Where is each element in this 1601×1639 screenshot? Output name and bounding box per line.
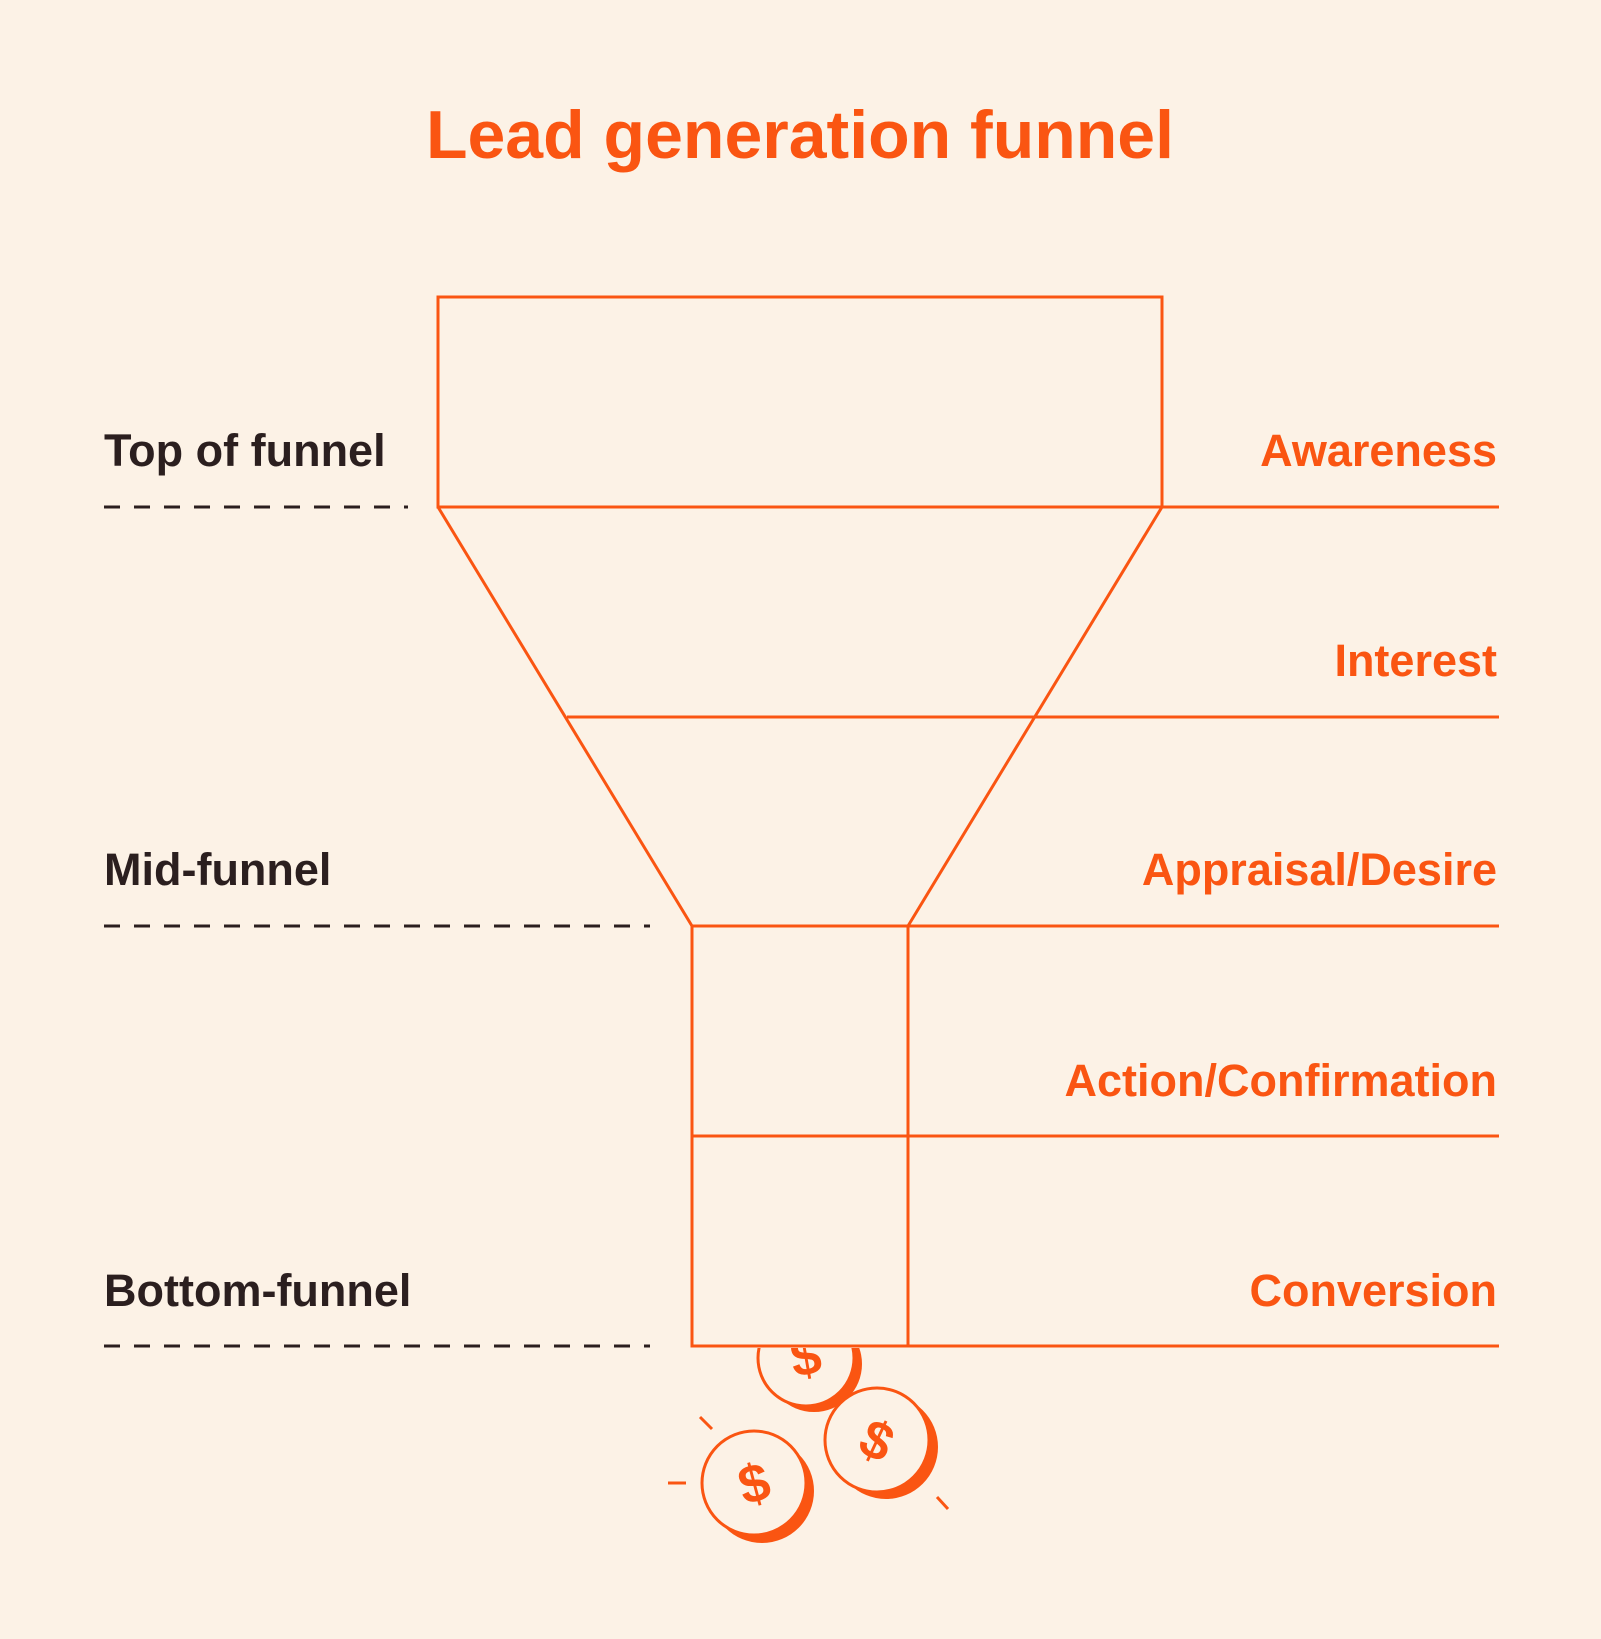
stage-label-interest: Interest <box>1334 635 1497 686</box>
section-label-top: Top of funnel <box>104 425 386 476</box>
dollar-coin-icon: $ <box>823 1386 950 1511</box>
motion-tick <box>935 1495 950 1511</box>
motion-tick <box>698 1415 714 1431</box>
diagram-title: Lead generation funnel <box>426 97 1174 173</box>
stage-label-conversion: Conversion <box>1249 1265 1497 1316</box>
stage-label-action: Action/Confirmation <box>1065 1055 1497 1106</box>
dollar-coin-icon: $ <box>756 1348 862 1412</box>
section-label-mid: Mid-funnel <box>104 844 331 895</box>
stage-dividers <box>567 505 1499 1348</box>
stage-label-appraisal: Appraisal/Desire <box>1142 844 1497 895</box>
stage-label-awareness: Awareness <box>1260 425 1497 476</box>
section-label-bottom: Bottom-funnel <box>104 1265 411 1316</box>
section-dashes <box>104 505 650 1348</box>
funnel-left-slope <box>436 506 694 927</box>
funnel-top-box <box>436 295 1164 509</box>
dollar-coin-icon: $ <box>668 1415 814 1543</box>
funnel-shape <box>436 295 1164 1348</box>
